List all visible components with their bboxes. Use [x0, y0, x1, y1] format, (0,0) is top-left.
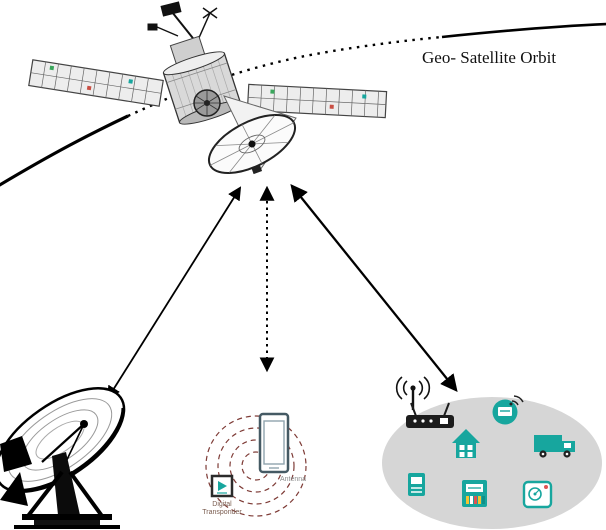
orbit-curve-solid-left: [0, 114, 129, 187]
uplink-arrow-iot: [290, 183, 458, 393]
ground-station-dish: [0, 387, 126, 529]
satellite-solar-panel-left: [28, 59, 164, 107]
satellite-small-dish: [193, 89, 221, 117]
digital-transponder: Antenna Digital Transponder: [202, 412, 307, 517]
satellite-main-dish: [207, 95, 297, 175]
wifi-antenna-icon: [395, 376, 431, 410]
satellite-body: [162, 35, 242, 125]
dish-feed-arm: [41, 423, 85, 463]
satellite-antenna-mast: [147, 1, 218, 43]
house-icon: [452, 429, 480, 458]
dish-mast: [52, 452, 80, 515]
transponder-box: [210, 474, 234, 498]
antenna-label: Antenna: [280, 476, 306, 483]
orbit-label: Geo- Satellite Orbit: [422, 48, 556, 67]
truck-icon: [534, 435, 575, 458]
satellite-solar-panel-right: [246, 83, 388, 119]
dish-feed-point: [80, 420, 88, 428]
smart-meter-icon: [492, 395, 524, 425]
satellite-illustration: [28, 1, 388, 175]
iot-cluster: [382, 376, 602, 529]
dish-base: [22, 514, 112, 520]
phone-antenna: [258, 412, 290, 474]
energy-meter-icon: [408, 473, 425, 496]
orbit-curve-solid-right: [441, 22, 606, 39]
router-icon: [406, 402, 454, 428]
utility-meter-icon: [462, 480, 487, 507]
pressure-gauge-icon: [522, 480, 553, 509]
transponder-label-line2: Transponder: [202, 509, 242, 516]
link-arrows: [106, 183, 458, 400]
transponder-label-line1: Digital: [212, 501, 232, 508]
uplink-arrow-ground-station: [106, 186, 242, 400]
